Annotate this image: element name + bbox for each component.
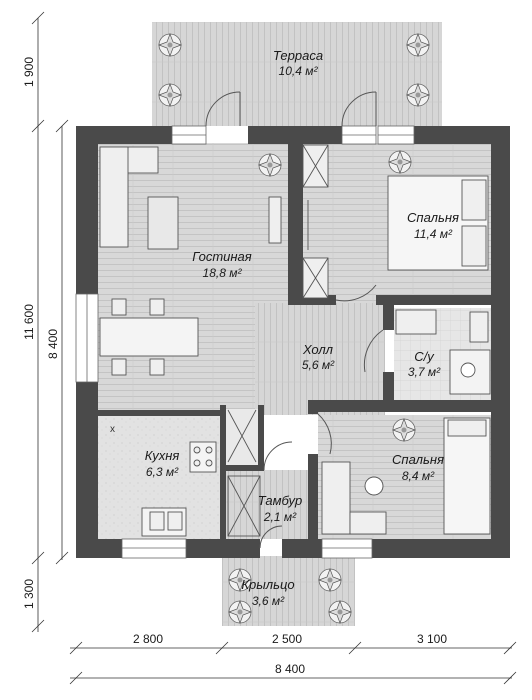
room-area-hall: 5,6 м² [302, 358, 335, 372]
exterior-walls [76, 126, 510, 558]
dim-left-top: 1 900 [22, 57, 36, 87]
dim-bottom-total: 8 400 [275, 662, 305, 676]
room-name-living: Гостиная [192, 249, 252, 264]
kitchen-x-mark: x [110, 424, 115, 435]
room-name-terrace: Терраса [273, 48, 323, 63]
dim-left-bottom: 1 300 [22, 579, 36, 609]
furniture [99, 144, 491, 537]
room-area-bathroom: 3,7 м² [408, 365, 441, 379]
room-area-porch: 3,6 м² [252, 594, 285, 608]
room-name-hall: Холл [302, 342, 334, 357]
interior-walls [98, 143, 510, 542]
dim-left-main: 8 400 [46, 329, 60, 359]
doors [205, 91, 384, 549]
vestibule-floor [226, 470, 310, 539]
room-name-bathroom: С/у [414, 349, 435, 364]
windows [75, 125, 415, 559]
room-area-terrace: 10,4 м² [279, 64, 319, 78]
dim-bottom-seg2: 2 500 [272, 632, 302, 646]
room-name-vestibule: Тамбур [258, 493, 303, 508]
room-area-vestibule: 2,1 м² [263, 510, 297, 524]
room-name-bedroom1: Спальня [407, 210, 459, 225]
terrace-floor [152, 22, 442, 126]
room-area-kitchen: 6,3 м² [146, 465, 179, 479]
hall-floor [255, 303, 385, 415]
room-name-porch: Крыльцо [241, 577, 294, 592]
room-name-bedroom2: Спальня [392, 452, 444, 467]
dim-bottom-seg1: 2 800 [133, 632, 163, 646]
room-area-living: 18,8 м² [203, 266, 243, 280]
room-area-bedroom2: 8,4 м² [402, 469, 435, 483]
dimension-lines [31, 11, 517, 685]
room-name-kitchen: Кухня [145, 448, 180, 463]
dim-left-total: 11 600 [22, 304, 36, 340]
dim-bottom-seg3: 3 100 [417, 632, 447, 646]
room-area-bedroom1: 11,4 м² [414, 227, 453, 241]
